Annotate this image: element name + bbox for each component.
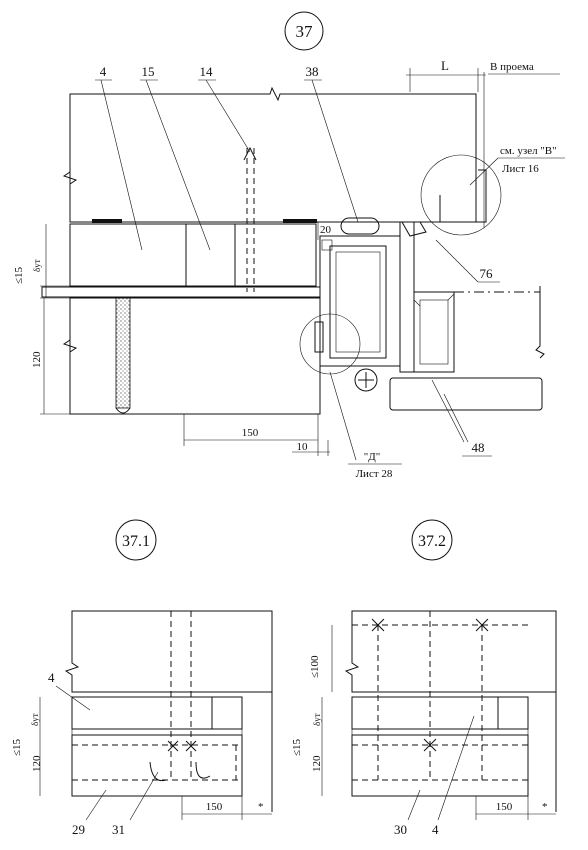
figure-number-circle bbox=[284, 11, 324, 51]
seal-strip bbox=[283, 219, 317, 223]
callout-4: 4 bbox=[100, 64, 107, 79]
lower-wall-block bbox=[71, 734, 243, 797]
window-sill bbox=[389, 377, 543, 411]
seal-strip bbox=[92, 219, 122, 223]
dim-le100: ≤100 bbox=[309, 655, 321, 678]
dim-le15: ≤15 bbox=[13, 266, 25, 284]
dim-20: 20 bbox=[320, 224, 332, 236]
ref-B-line1: см. узел "В" bbox=[500, 145, 557, 157]
subdetail-37-2: 37.2 ≤100 δут ≤15 120 30 4 150 * bbox=[291, 519, 557, 837]
insulation-4 bbox=[351, 696, 499, 730]
lower-wall-block bbox=[69, 297, 321, 415]
upper-wall-block bbox=[64, 610, 273, 693]
fastener-circle bbox=[354, 368, 378, 392]
wood-frame bbox=[399, 221, 415, 373]
figure-number-circle bbox=[115, 519, 157, 561]
dim-le15: ≤15 bbox=[291, 738, 303, 756]
opening-label: В проема bbox=[490, 61, 534, 73]
upper-wall-block bbox=[69, 86, 477, 223]
callout-76: 76 bbox=[480, 266, 494, 281]
callout-14: 14 bbox=[200, 64, 214, 79]
callout-15: 15 bbox=[142, 64, 155, 79]
callout-38: 38 bbox=[306, 64, 319, 79]
ref-B-line2: Лист 16 bbox=[502, 163, 539, 175]
dim-120: 120 bbox=[311, 755, 323, 772]
dim-150: 150 bbox=[496, 801, 513, 813]
mortar-layer bbox=[41, 286, 321, 298]
mortar-joint bbox=[115, 297, 131, 409]
star: * bbox=[542, 801, 548, 813]
detail-circle-B bbox=[420, 154, 502, 236]
figure-number: 37 bbox=[296, 22, 314, 41]
star: * bbox=[258, 801, 264, 813]
ref-D-line1: "Д" bbox=[364, 451, 380, 463]
insulation-15 bbox=[185, 223, 317, 287]
callout-31: 31 bbox=[112, 822, 125, 837]
dim-delta: δут bbox=[30, 713, 40, 726]
ref-D-line2: Лист 28 bbox=[356, 468, 393, 480]
dim-150: 150 bbox=[206, 801, 223, 813]
callout-30: 30 bbox=[394, 822, 407, 837]
detail-circle-D bbox=[299, 313, 361, 375]
callout-29: 29 bbox=[72, 822, 85, 837]
callout-4: 4 bbox=[432, 822, 439, 837]
dim-delta: δут bbox=[32, 259, 42, 272]
dim-le15: ≤15 bbox=[11, 738, 23, 756]
callout-4: 4 bbox=[48, 670, 55, 685]
dim-10: 10 bbox=[297, 441, 309, 453]
sash-profile bbox=[413, 291, 455, 373]
dim-120: 120 bbox=[31, 351, 43, 368]
figure-number: 37.2 bbox=[418, 533, 446, 550]
seal-38 bbox=[340, 217, 380, 235]
subdetail-37-1: 37.1 4 29 31 δут ≤15 120 150 * bbox=[11, 519, 273, 837]
dim-120: 120 bbox=[31, 755, 43, 772]
upper-wall-block bbox=[344, 610, 557, 693]
anchor-14 bbox=[246, 148, 255, 292]
dim-delta: δут bbox=[312, 713, 322, 726]
figure-number-circle bbox=[411, 519, 453, 561]
callout-48: 48 bbox=[472, 440, 485, 455]
figure-number: 37.1 bbox=[122, 533, 150, 550]
main-detail: 37 bbox=[13, 11, 565, 480]
dim-150: 150 bbox=[242, 427, 259, 439]
insulation-4 bbox=[69, 223, 187, 287]
dim-L: L bbox=[441, 58, 449, 73]
